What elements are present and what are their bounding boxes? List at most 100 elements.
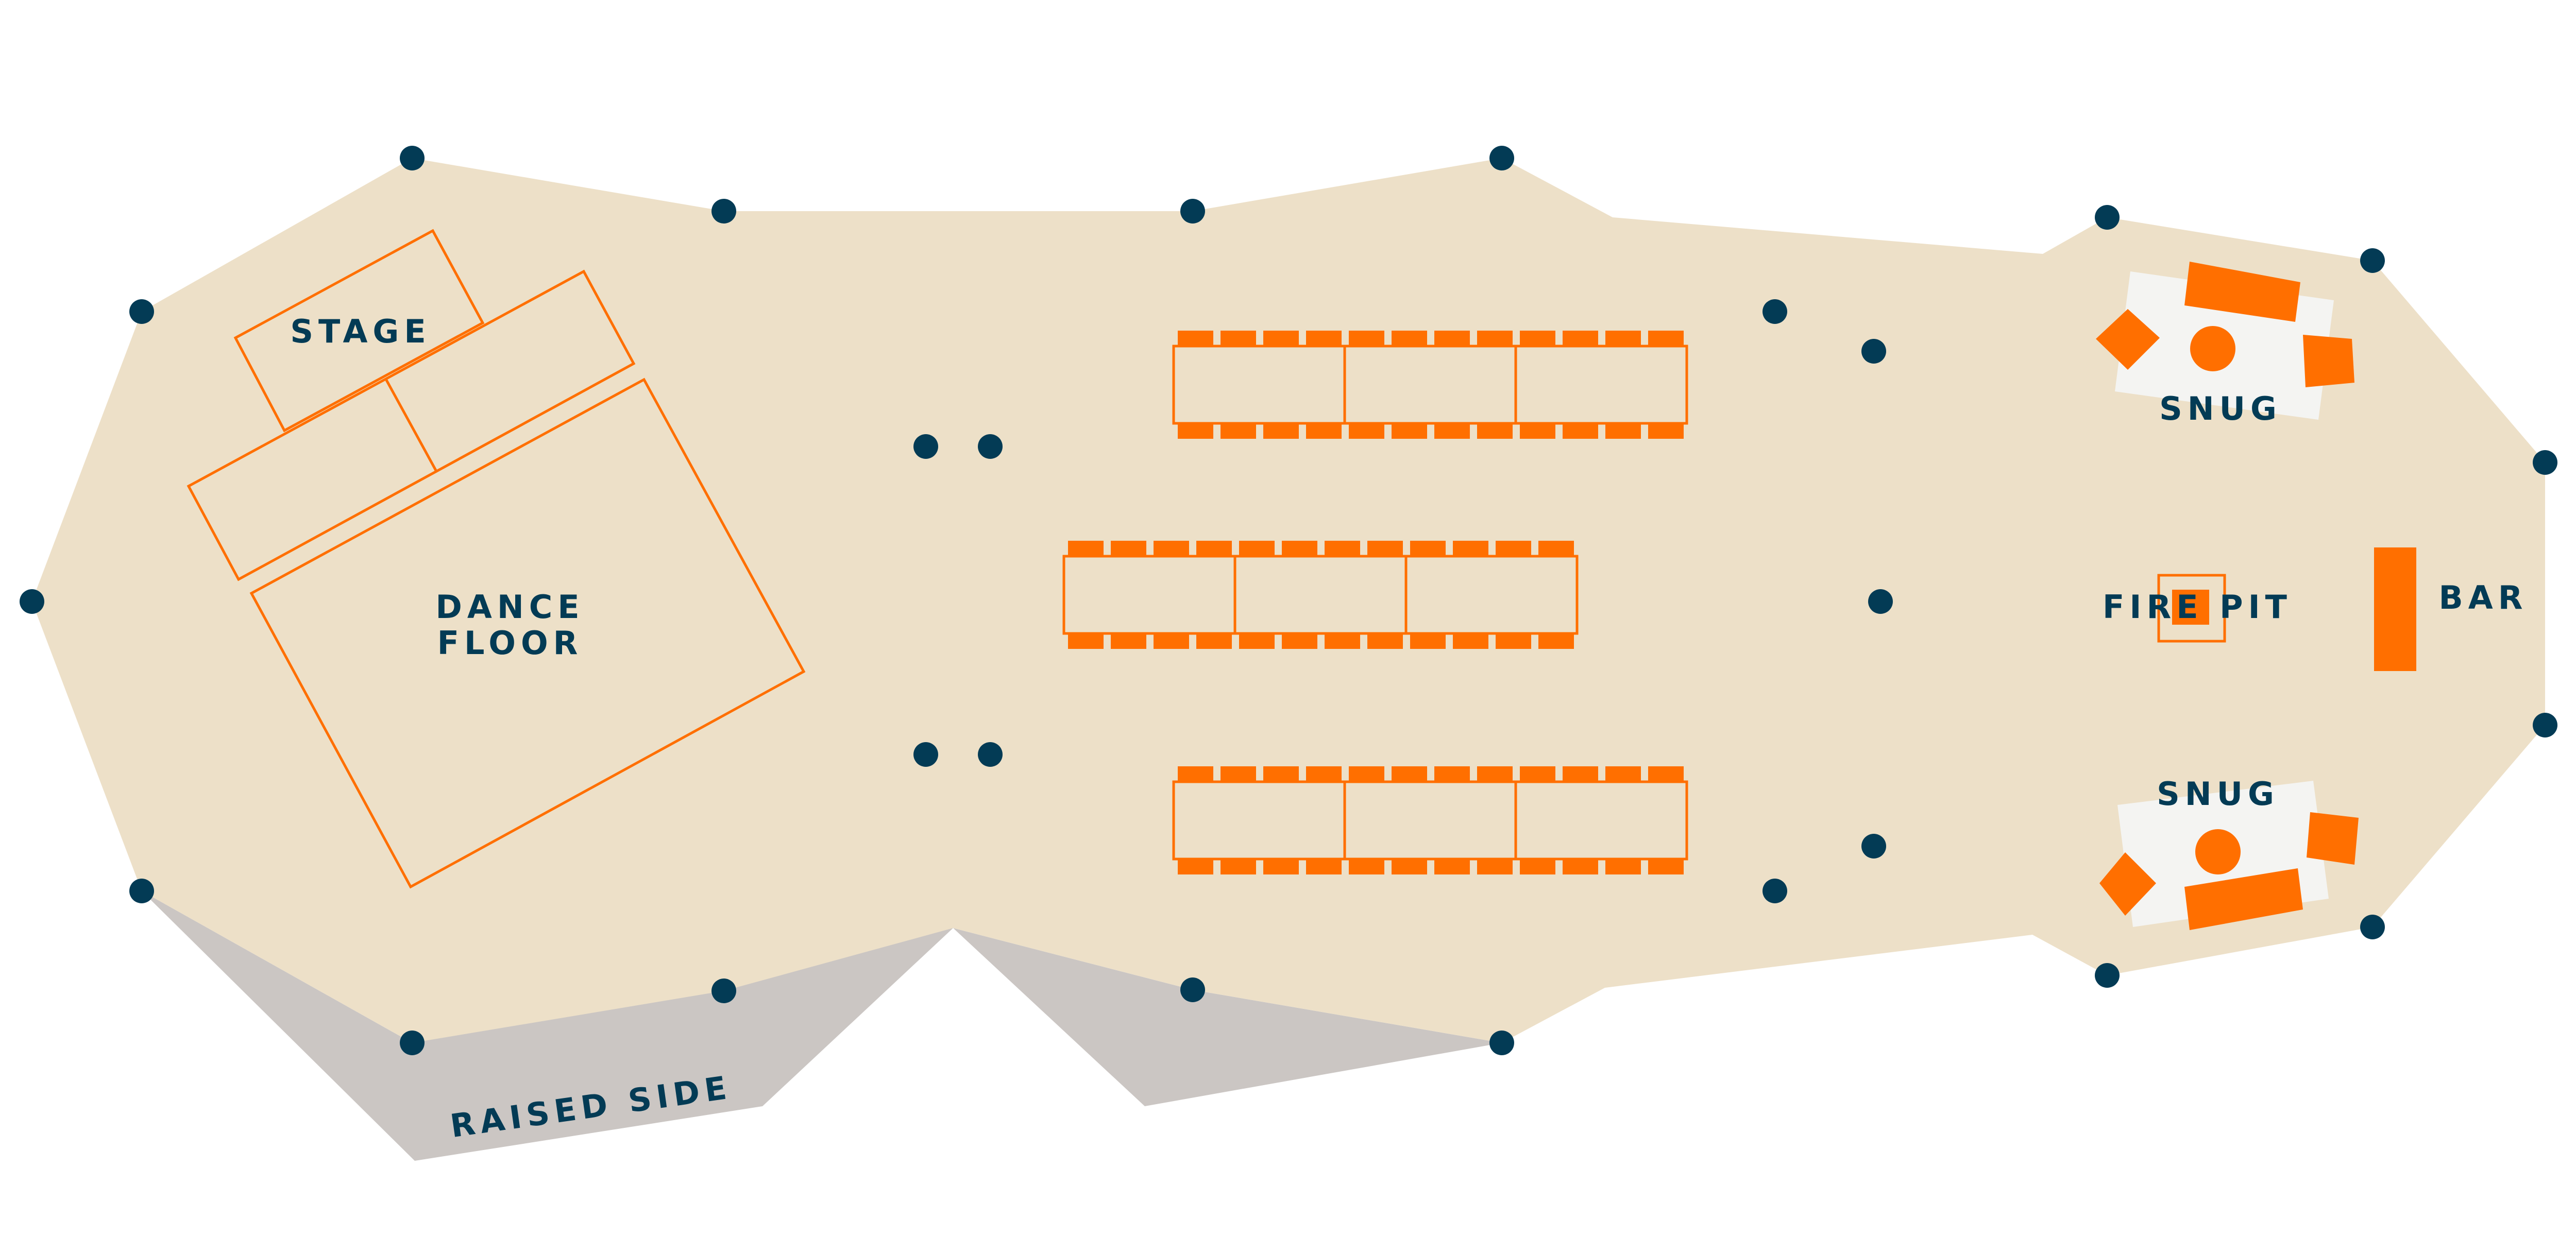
chair — [1648, 859, 1684, 874]
post-marker — [2360, 915, 2385, 939]
post-marker — [400, 1031, 425, 1055]
post-marker — [1762, 879, 1787, 903]
chair — [1434, 331, 1470, 346]
chair — [1605, 331, 1641, 346]
post-marker — [913, 434, 938, 459]
chair — [1648, 331, 1684, 346]
chair — [1605, 766, 1641, 782]
chair — [1263, 423, 1299, 439]
chair — [1282, 633, 1317, 649]
dining-table[interactable] — [1514, 780, 1688, 861]
bar-counter — [2374, 547, 2416, 671]
chair — [1648, 766, 1684, 782]
venue-floor — [32, 158, 2545, 1043]
dining-table[interactable] — [1404, 555, 1579, 635]
snug-top-label: SNUG — [2159, 390, 2282, 427]
table-row-middle — [1062, 541, 1579, 649]
snug-bottom[interactable]: SNUG — [2099, 775, 2359, 930]
fire-pit[interactable]: FIRE PIT — [2103, 574, 2292, 643]
chair — [1367, 633, 1403, 649]
dance-floor-label-line1: DANCE — [435, 588, 584, 626]
sofa — [2184, 868, 2303, 930]
sofa — [2184, 262, 2300, 322]
chair — [1349, 859, 1384, 874]
chair — [1221, 331, 1256, 346]
armchair — [2307, 812, 2359, 865]
table-rows — [1062, 331, 1688, 874]
chair — [1410, 541, 1446, 556]
dining-table[interactable] — [1514, 345, 1688, 425]
coffee-table — [2190, 326, 2235, 371]
chair — [1434, 423, 1470, 439]
chair — [1520, 331, 1555, 346]
chair — [1496, 541, 1531, 556]
chair — [1367, 541, 1403, 556]
chair — [1496, 633, 1531, 649]
post-marker — [129, 879, 154, 903]
chair — [1221, 766, 1256, 782]
chair — [1477, 859, 1513, 874]
post-marker — [2360, 248, 2385, 273]
chair — [1520, 766, 1555, 782]
chair — [1306, 859, 1342, 874]
chair — [1068, 541, 1104, 556]
chair — [1563, 859, 1598, 874]
chair — [1605, 423, 1641, 439]
bar[interactable]: BAR — [2374, 547, 2528, 671]
posts — [20, 146, 2557, 1055]
post-marker — [1861, 339, 1886, 364]
chair — [1263, 331, 1299, 346]
chair — [1520, 859, 1555, 874]
post-marker — [711, 199, 736, 224]
table-row-top — [1172, 331, 1688, 439]
chair — [1477, 423, 1513, 439]
post-marker — [1861, 834, 1886, 859]
chair — [1325, 541, 1360, 556]
chair — [1453, 541, 1488, 556]
chair — [1239, 541, 1275, 556]
post-marker — [1180, 199, 1205, 224]
chair — [1434, 766, 1470, 782]
post-marker — [913, 742, 938, 767]
chair — [1538, 633, 1574, 649]
chair — [1111, 633, 1146, 649]
post-marker — [2095, 963, 2120, 988]
coffee-table — [2195, 829, 2241, 874]
post-marker — [711, 978, 736, 1003]
fire-pit-label: FIRE PIT — [2103, 588, 2292, 626]
chair — [1178, 859, 1213, 874]
post-marker — [1868, 589, 1893, 614]
chair — [1349, 423, 1384, 439]
post-marker — [1489, 146, 1514, 170]
chair — [1196, 633, 1232, 649]
chair — [1196, 541, 1232, 556]
chair — [1178, 423, 1213, 439]
chair — [1178, 766, 1213, 782]
chair — [1520, 423, 1555, 439]
post-marker — [1762, 299, 1787, 324]
chair — [1154, 541, 1189, 556]
chair — [1349, 331, 1384, 346]
post-marker — [20, 589, 44, 614]
chair — [1392, 331, 1427, 346]
chair — [1434, 859, 1470, 874]
bar-label: BAR — [2439, 579, 2528, 616]
chair — [1538, 541, 1574, 556]
raised-side-right — [953, 928, 1502, 1106]
chair — [1477, 331, 1513, 346]
chair — [1306, 766, 1342, 782]
chair — [1648, 423, 1684, 439]
chair — [1282, 541, 1317, 556]
stage[interactable]: STAGE — [187, 229, 636, 581]
chair — [1563, 423, 1598, 439]
armchair — [2096, 309, 2160, 370]
fire-pit-center — [2172, 590, 2209, 625]
snug-top[interactable]: SNUG — [2096, 262, 2354, 427]
dance-floor-label-line2: FLOOR — [437, 624, 583, 662]
chair — [1221, 423, 1256, 439]
chair — [1410, 633, 1446, 649]
chair — [1111, 541, 1146, 556]
dance-floor[interactable]: DANCE FLOOR — [249, 377, 806, 889]
chair — [1221, 859, 1256, 874]
